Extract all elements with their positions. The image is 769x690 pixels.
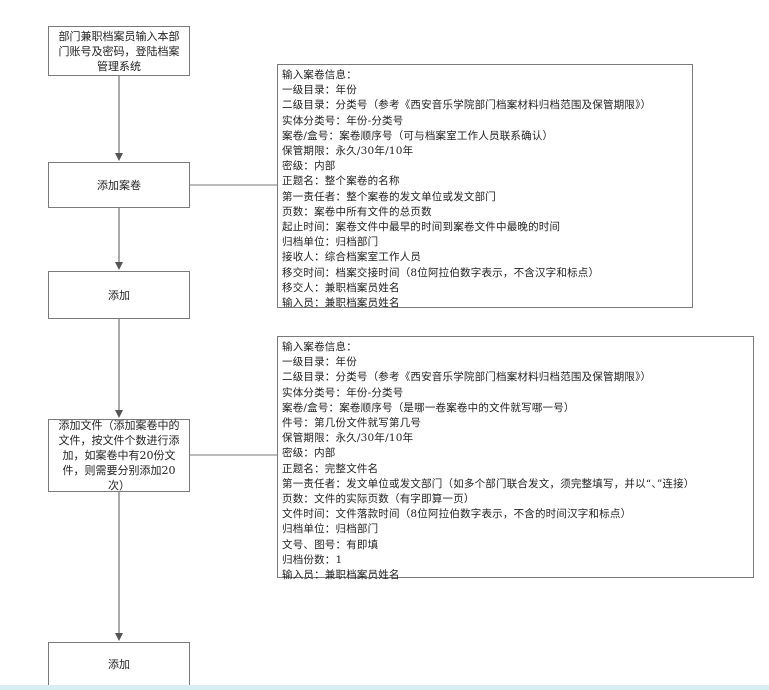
flow-step-login: 部门兼职档案员输入本部门账号及密码，登陆档案管理系统 [48,26,190,76]
volume-info-line: 接收人：综合档案室工作人员 [282,251,422,264]
volume-info-line: 实体分类号：年份-分类号 [282,114,404,127]
file-info-line: 实体分类号：年份-分类号 [282,386,404,399]
volume-info-line: 输入员：兼职档案员姓名 [282,297,400,310]
file-info-line: 案卷/盒号：案卷顺序号（是哪一卷案卷中的文件就写哪一号） [282,401,575,414]
volume-info-line: 移交时间：档案交接时间（8位阿拉伯数字表示，不含汉字和标点） [282,266,600,279]
volume-info-line: 输入案卷信息： [282,69,357,81]
file-info-line: 归档份数：1 [282,553,343,566]
volume-info-line: 第一责任者：整个案卷的发文单位或发文部门 [282,190,496,203]
file-info-line: 输入案卷信息： [282,341,357,353]
volume-info-box: 输入案卷信息： 一级目录：年份 二级目录：分类号（参考《西安音乐学院部门档案材料… [277,64,693,310]
volume-info-line: 保管期限：永久/30年/10年 [282,145,414,158]
volume-info-line: 二级目录：分类号（参考《西安音乐学院部门档案材料归档范围及保管期限》） [282,99,652,112]
flow-step-login-text: 部门兼职档案员输入本部门账号及密码，登陆档案管理系统 [58,29,180,73]
file-info-box: 输入案卷信息： 一级目录：年份 二级目录：分类号（参考《西安音乐学院部门档案材料… [277,336,754,581]
flow-step-add-volume-text: 添加案卷 [97,178,141,192]
file-info-line: 归档单位：归档部门 [282,523,379,536]
bottom-edge-strip [0,685,769,690]
flow-step-add-2: 添加 [48,642,190,686]
volume-info-line: 正题名：整个案卷的名称 [282,175,400,188]
volume-info-line: 归档单位：归档部门 [282,236,379,249]
file-info-line: 件号：第几份文件就写第几号 [282,417,422,430]
file-info-line: 密级：内部 [282,447,336,460]
flow-step-add-2-text: 添加 [108,657,130,671]
flow-step-add-1-text: 添加 [108,288,130,302]
file-info-line: 保管期限：永久/30年/10年 [282,432,414,445]
file-info-line: 文号、图号：有即填 [282,538,379,551]
volume-info-line: 移交人：兼职档案员姓名 [282,281,400,294]
flow-step-add-1: 添加 [48,271,190,319]
file-info-line: 第一责任者：发文单位或发文部门（如多个部门联合发文，须完整填写，并以“、”连接） [282,477,695,490]
file-info-line: 正题名：完整文件名 [282,462,379,475]
flow-step-add-file: 添加文件（添加案卷中的文件，按文件个数进行添加，如案卷中有20份文件，则需要分别… [48,419,190,492]
volume-info-line: 一级目录：年份 [282,84,357,97]
flow-step-add-file-text: 添加文件（添加案卷中的文件，按文件个数进行添加，如案卷中有20份文件，则需要分别… [58,419,180,492]
volume-info-line: 案卷/盒号：案卷顺序号（可与档案室工作人员联系确认） [282,129,554,142]
file-info-line: 二级目录：分类号（参考《西安音乐学院部门档案材料归档范围及保管期限》） [282,371,652,384]
file-info-line: 文件时间：文件落款时间（8位阿拉伯数字表示，不含的时间汉字和标点） [282,508,632,521]
file-info-line: 输入员：兼职档案员姓名 [282,569,400,582]
flow-step-add-volume: 添加案卷 [48,162,190,208]
file-info-line: 页数：文件的实际页数（有字即算一页） [282,493,475,506]
volume-info-line: 密级：内部 [282,160,336,173]
file-info-line: 一级目录：年份 [282,356,357,369]
volume-info-line: 起止时间：案卷文件中最早的时间到案卷文件中最晚的时间 [282,221,561,234]
volume-info-line: 页数：案卷中所有文件的总页数 [282,205,432,218]
